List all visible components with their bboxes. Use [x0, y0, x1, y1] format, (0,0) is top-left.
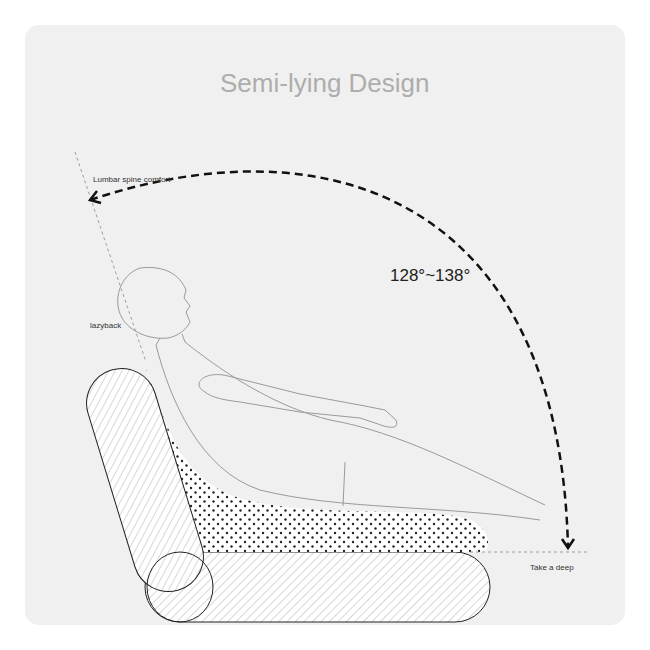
part-name: lazyback — [90, 321, 121, 331]
angle-note: Take a deep — [530, 563, 574, 573]
angle-dimension: 128°~138° — [390, 266, 470, 286]
diagram-title: Semi-lying Design — [220, 68, 430, 99]
angle-note: Lumbar spine comfort — [93, 175, 170, 185]
